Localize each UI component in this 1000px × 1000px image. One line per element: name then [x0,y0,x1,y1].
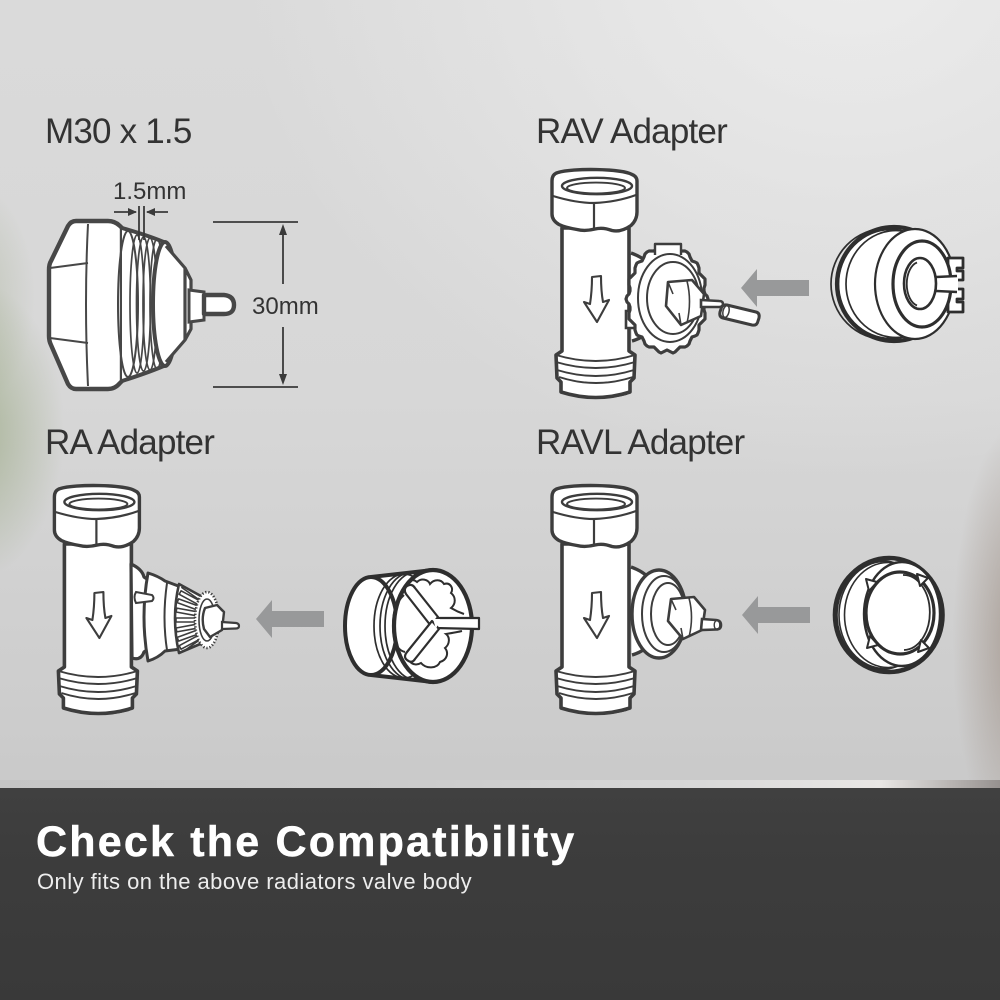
svg-text:1.5mm: 1.5mm [113,178,186,205]
svg-text:30mm: 30mm [252,293,319,320]
